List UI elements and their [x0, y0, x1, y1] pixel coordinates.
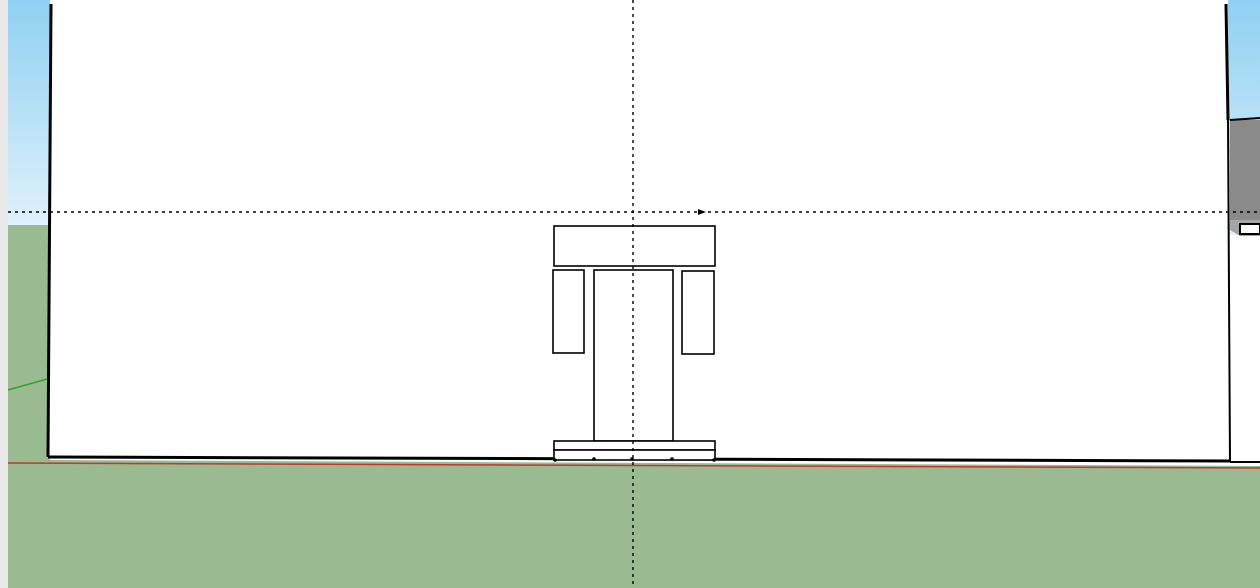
wall-left-edge[interactable] [46, 3, 53, 458]
base-vertex-5[interactable] [712, 458, 716, 462]
left-panel-strip [0, 0, 8, 588]
red-axis-line [7, 462, 1260, 469]
door-base-plate-top[interactable] [553, 440, 716, 451]
door-base-plate-bottom[interactable] [553, 449, 716, 461]
side-block-window[interactable] [1239, 223, 1260, 235]
base-vertex-2[interactable] [592, 457, 596, 461]
guide-direction-arrow-icon [698, 209, 706, 215]
green-axis-line [7, 378, 48, 391]
ground-plane [8, 225, 1260, 588]
side-block-top-edge[interactable] [1229, 117, 1260, 121]
base-vertex-4[interactable] [670, 457, 674, 461]
side-wall-face[interactable] [1228, 236, 1260, 462]
door-side-panel-right[interactable] [681, 270, 715, 355]
wall-right-edge-lower[interactable] [1227, 119, 1231, 463]
wall-right-edge-upper[interactable] [1224, 3, 1230, 121]
side-block-shaded[interactable] [1230, 120, 1260, 220]
door-side-panel-left[interactable] [552, 269, 585, 354]
door-lintel[interactable] [553, 225, 716, 267]
base-vertex-1[interactable] [553, 458, 557, 462]
sky-left [8, 0, 50, 225]
door-center-post[interactable] [593, 269, 674, 442]
base-vertex-3[interactable] [630, 457, 634, 461]
